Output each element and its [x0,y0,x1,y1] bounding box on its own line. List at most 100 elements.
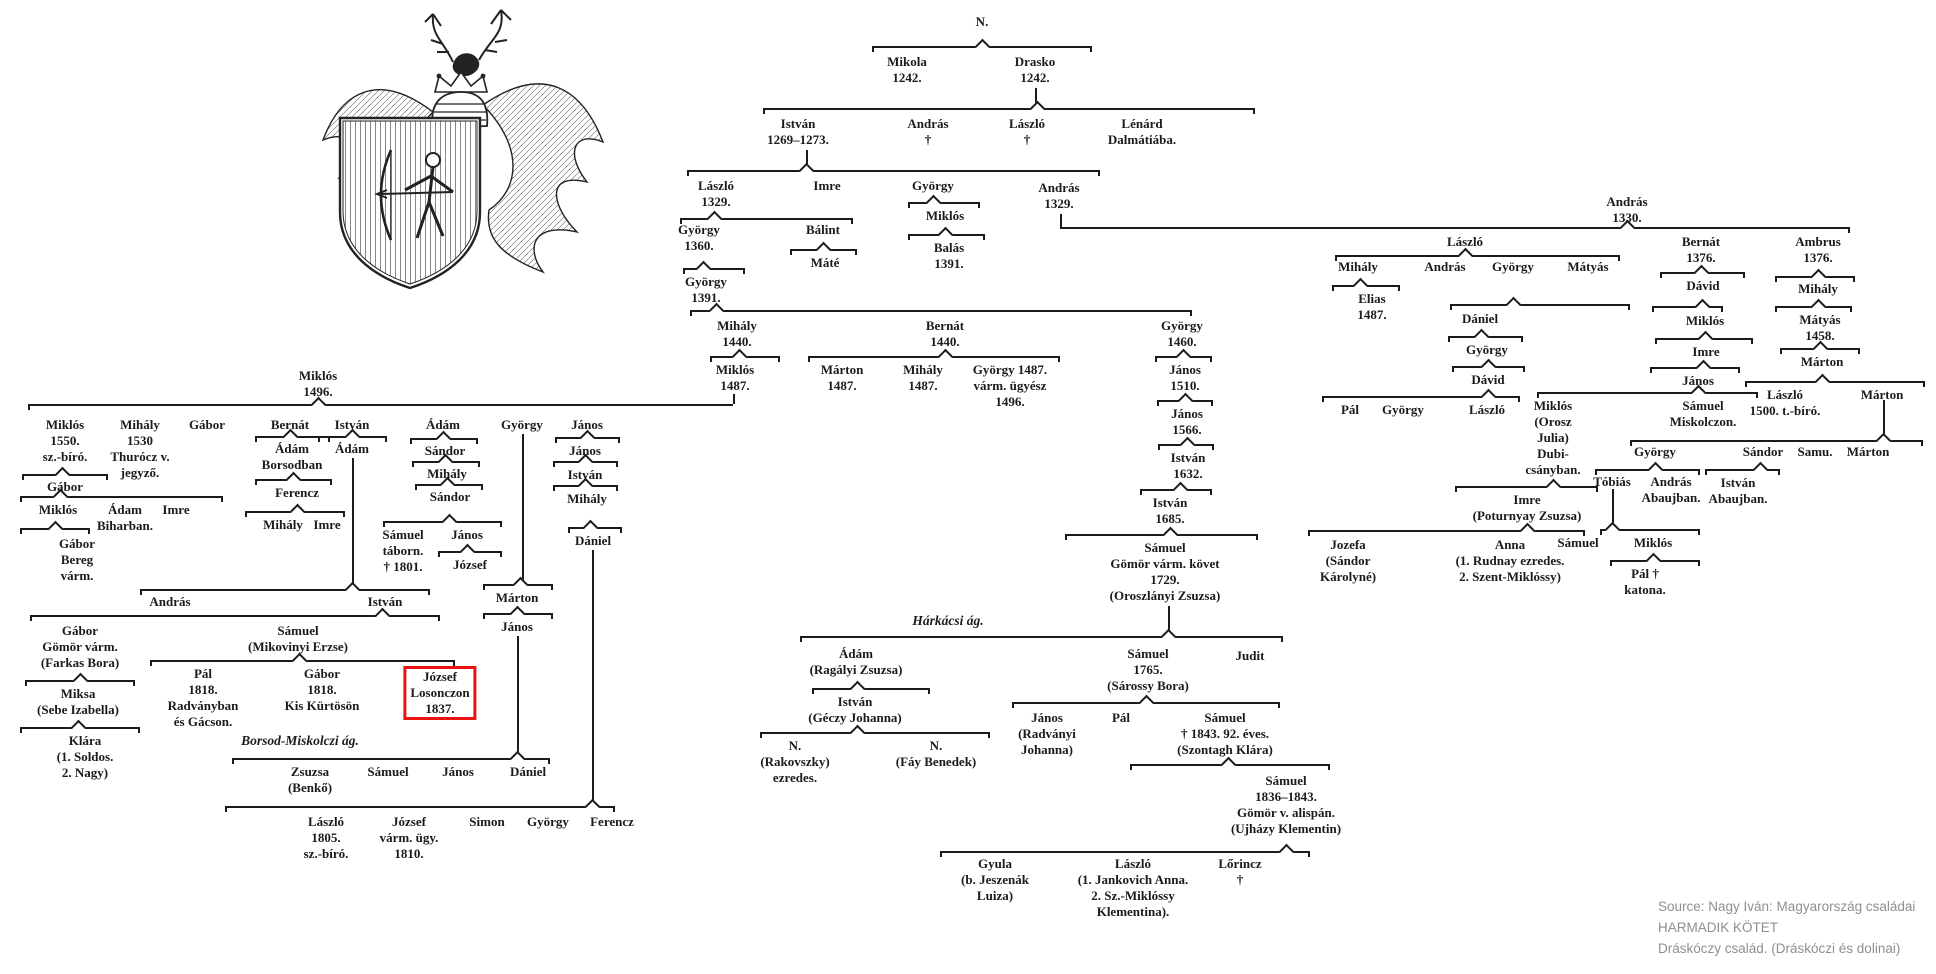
connector-tick [553,485,555,491]
connector-tick [1212,444,1214,450]
connector-tick [1628,304,1630,310]
connector-tick [1278,702,1280,708]
connector-tick [1743,272,1745,278]
person-janos-r: János [1682,373,1714,388]
person-janos-radvanyi: János (Radványi Johanna) [1018,710,1076,757]
connector-tick [1398,285,1400,291]
connector-tick [22,474,24,480]
person-gabor-l2: Gábor [46,479,84,494]
person-mihaly-1487: Mihály 1487. [903,362,943,393]
connector-bracket [683,268,745,270]
person-matyas-1458: Mátyás 1458. [1799,312,1841,343]
person-andras-1329: András 1329. [1038,180,1080,211]
source-line-1: Source: Nagy Iván: Magyarország családai [1658,899,1916,914]
connector-tick [1650,367,1652,373]
connector-tick [328,436,330,442]
person-daniel-l: Dániel [574,533,612,548]
connector-tick [1778,469,1780,475]
connector-bracket [1630,440,1923,442]
person-n-fay: N. (Fáy Benedek) [895,738,977,769]
connector-bracket [812,688,930,690]
connector-tick [928,688,930,694]
person-imre-l: Imre [162,502,190,517]
person-adam-borsodban: Ádám Borsodban [261,441,323,472]
person-gabor-gomor: Gábor Gömör várm. (Farkas Bora) [40,623,120,670]
connector-tick [908,234,910,240]
person-marton-a2: Márton [1860,387,1904,402]
connector-tick [20,528,22,534]
person-gyorgy-m: György [1634,444,1676,459]
person-marton-l: Márton [495,590,539,605]
connector-tick [1455,486,1457,492]
person-mihaly-1440: Mihály 1440. [717,318,757,349]
person-janos-1566: János 1566. [1171,406,1203,437]
person-miklos-1496: Miklós 1496. [298,368,338,399]
connector-tick [855,249,857,255]
person-elias-1487: Elias 1487. [1357,291,1387,322]
connector-tick [1660,272,1662,278]
person-imre-r: Imre [1692,344,1720,359]
person-ferencz-b: Ferencz [590,814,634,829]
person-balint: Bálint [806,222,840,237]
person-samuel-mikovinyi: Sámuel (Mikovinyi Erzse) [247,623,349,654]
connector-tick [383,521,385,527]
person-miksa: Miksa (Sebe Izabella) [37,686,119,717]
person-n-rakovszky: N. (Rakovszky) ezredes. [760,738,830,785]
connector-tick [1745,381,1747,387]
connector-tick [453,660,455,666]
connector-caret [1694,298,1711,315]
person-jozsef-2: József [453,557,487,572]
connector-tick [1652,306,1654,312]
person-jozsef-losonczon: József Losonczon 1837. [403,666,477,720]
person-laszlo-r: László [1446,234,1484,249]
connector-tick [1850,306,1852,312]
connector-tick [553,461,555,467]
person-marton-m: Márton [1846,444,1890,459]
connector-tick [1308,530,1310,536]
connector-bracket [808,356,1060,358]
person-drasko: Drasko 1242. [1014,54,1056,85]
connector-tick [438,551,440,557]
connector-tick [1600,529,1602,535]
connector-line [522,434,524,584]
connector-tick [1065,534,1067,540]
connector-tick [1521,336,1523,342]
person-mate: Máté [810,255,840,270]
connector-tick [20,727,22,733]
connector-bracket [140,589,430,591]
connector-tick [1655,338,1657,344]
person-gyorgy-1460: György 1460. [1161,318,1203,349]
person-miklos-1487: Miklós 1487. [715,362,755,393]
connector-bracket [687,170,1100,172]
person-samuel-1729: Sámuel Gömör várm. követ 1729. (Oroszlán… [1109,540,1221,603]
person-bernat-1376: Bernát 1376. [1681,234,1721,265]
connector-line [1612,489,1614,529]
connector-tick [613,806,615,812]
connector-tick [1211,400,1213,406]
person-gabor-bereg: Gábor Bereg várm. [58,536,96,583]
connector-bracket [232,758,550,760]
connector-tick [983,234,985,240]
connector-tick [620,527,622,533]
connector-tick [908,202,910,208]
person-istvan-5: István [367,594,403,609]
person-mihaly-4: Mihály [567,491,607,506]
connector-tick [548,758,550,764]
connector-tick [1256,534,1258,540]
connector-caret [1029,100,1046,117]
source-line-3: Dráskóczy család. (Dráskóczi és dolinai) [1658,941,1901,956]
person-mihaly-1530: Mihály 1530 Thurócz v. jegyző. [110,417,170,480]
connector-tick [1583,530,1585,536]
connector-tick [940,851,942,857]
connector-bracket [30,615,440,617]
person-pal-1818: Pál 1818. Radványban és Gácson. [167,666,239,729]
person-gyorgy-1360: György 1360. [678,222,720,253]
connector-caret [1138,694,1155,711]
person-samuel-1843: Sámuel † 1843. 92. éves. (Szontagh Klára… [1177,710,1273,757]
person-n: N. [975,14,989,29]
connector-tick [1308,851,1310,857]
connector-tick [790,249,792,255]
connector-bracket [940,851,1310,853]
connector-caret [1519,522,1536,539]
